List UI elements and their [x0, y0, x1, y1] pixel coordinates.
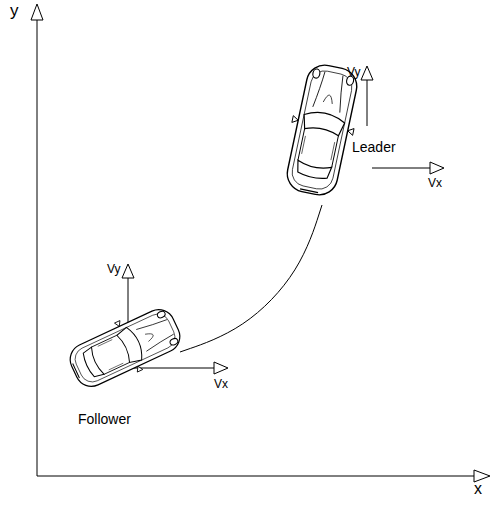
- leader-car: [278, 61, 366, 200]
- velocity-label: Vy: [347, 66, 361, 78]
- velocity-label: Vx: [214, 378, 228, 390]
- axis-label: x: [474, 481, 482, 497]
- leader-local-axes: [361, 66, 444, 174]
- axes: [31, 4, 490, 482]
- velocity-label: Vx: [428, 177, 442, 189]
- leader-car-label: Leader: [352, 140, 396, 155]
- follower-car: [63, 300, 187, 396]
- follower-car-label: Follower: [78, 412, 131, 427]
- vehicle: Follower: [68, 310, 180, 432]
- trajectory-curve: [180, 205, 322, 352]
- vehicle: Leader: [292, 60, 402, 205]
- axis-label: y: [10, 2, 19, 19]
- velocity-label: Vy: [107, 263, 121, 275]
